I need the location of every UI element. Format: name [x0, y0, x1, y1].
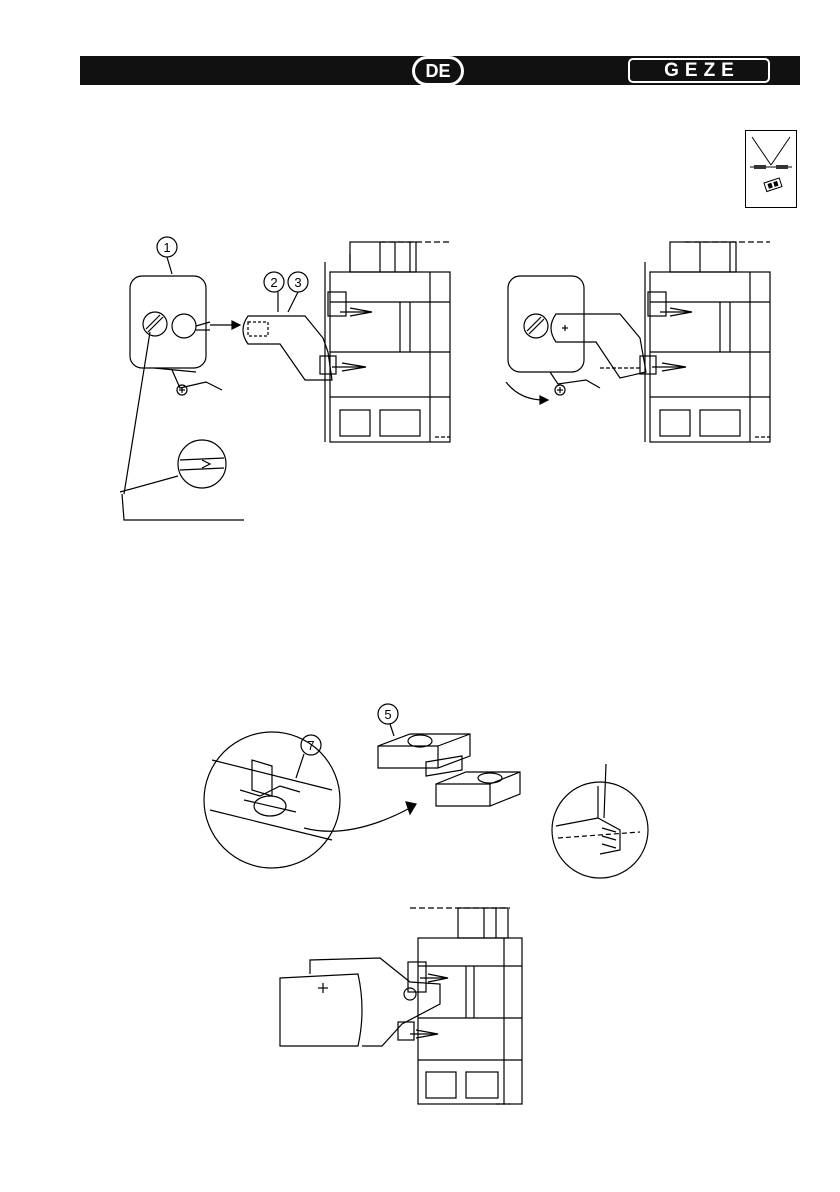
- brand-name: GEZE: [658, 61, 740, 80]
- callout-2: 2: [270, 275, 277, 290]
- figure-arm-fitted: [500, 232, 790, 452]
- double-door-leaf-icon: [745, 130, 797, 208]
- language-code: DE: [415, 59, 461, 83]
- figure-slide-block: 7 5: [200, 700, 660, 890]
- callout-7: 7: [307, 738, 314, 753]
- callout-1: 1: [163, 240, 170, 255]
- brand-logo: GEZE: [628, 58, 770, 83]
- callout-3: 3: [294, 275, 301, 290]
- callout-5: 5: [384, 707, 391, 722]
- callout-group-a: 1 2 3: [163, 240, 301, 290]
- frame-mark-icon: [746, 131, 796, 207]
- language-badge: DE: [412, 56, 464, 86]
- figure-closer-mounted: [270, 900, 530, 1110]
- figure-arm-insertion: 1 2 3: [110, 232, 470, 527]
